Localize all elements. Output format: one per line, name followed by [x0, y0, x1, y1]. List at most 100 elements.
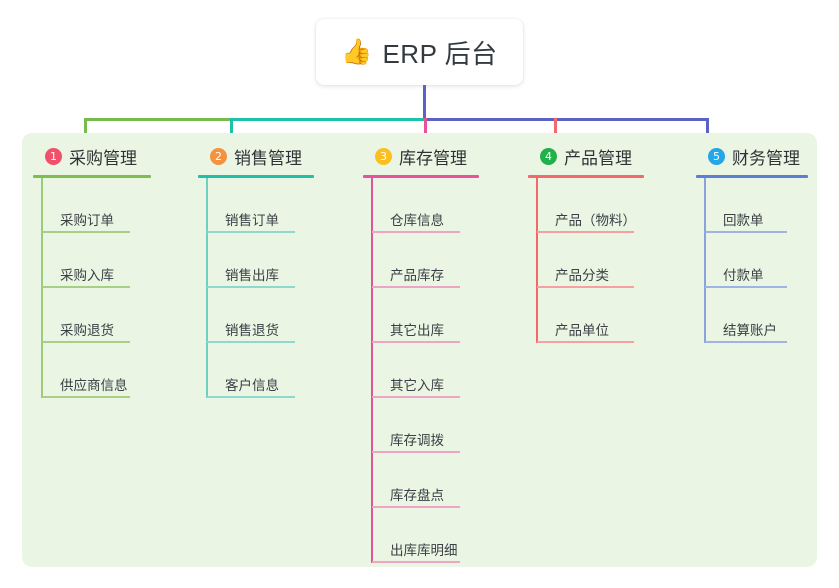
- leaf-item[interactable]: 产品分类: [537, 233, 644, 288]
- leaf-spine-purchase: [41, 178, 43, 398]
- leaf-item-rule: [372, 341, 460, 343]
- leaf-item-rule: [705, 231, 787, 233]
- leaf-item-label: 销售出库: [225, 268, 279, 283]
- leaf-item-label: 付款单: [723, 268, 764, 283]
- leaf-item[interactable]: 销售订单: [207, 178, 314, 233]
- leaf-item-rule: [705, 341, 787, 343]
- leaf-item[interactable]: 库存调拨: [372, 398, 479, 453]
- column-header-rule-inventory: [363, 175, 479, 178]
- column-header-rule-purchase: [33, 175, 151, 178]
- leaf-item[interactable]: 产品单位: [537, 288, 644, 343]
- leaf-item-rule: [372, 231, 460, 233]
- root-title-card[interactable]: 👍 ERP 后台: [316, 19, 523, 85]
- leaf-item-label: 产品库存: [390, 268, 444, 283]
- leaf-item[interactable]: 出库库明细: [372, 508, 479, 563]
- leaf-item-label: 库存调拨: [390, 433, 444, 448]
- leaf-spine-inventory: [371, 178, 373, 563]
- column-header-rule-sales: [198, 175, 314, 178]
- leaf-item-label: 回款单: [723, 213, 764, 228]
- leaf-item[interactable]: 回款单: [705, 178, 808, 233]
- leaf-item-rule: [537, 231, 634, 233]
- leaf-item-label: 库存盘点: [390, 488, 444, 503]
- column-title-product: 产品管理: [564, 148, 632, 168]
- leaf-item-label: 产品（物料）: [555, 213, 636, 228]
- leaf-item-rule: [42, 341, 130, 343]
- leaf-item-label: 产品分类: [555, 268, 609, 283]
- leaf-item-rule: [537, 341, 634, 343]
- leaf-item[interactable]: 库存盘点: [372, 453, 479, 508]
- leaf-item-rule: [207, 231, 295, 233]
- column-header-product[interactable]: 4 产品管理: [528, 143, 644, 169]
- leaf-item[interactable]: 产品库存: [372, 233, 479, 288]
- badge-inventory: 3: [375, 147, 392, 165]
- connector-bar-teal: [230, 118, 424, 121]
- leaf-item-label: 客户信息: [225, 378, 279, 393]
- leaf-item-label: 销售订单: [225, 213, 279, 228]
- leaf-item-rule: [207, 341, 295, 343]
- column-inventory: 3 库存管理仓库信息产品库存其它出库其它入库库存调拨库存盘点出库库明细: [363, 143, 479, 563]
- leaf-item[interactable]: 结算账户: [705, 288, 808, 343]
- leaf-item[interactable]: 供应商信息: [42, 343, 151, 398]
- leaf-spine-finance: [704, 178, 706, 343]
- leaf-item-rule: [42, 286, 130, 288]
- leaf-item[interactable]: 销售退货: [207, 288, 314, 343]
- leaf-item[interactable]: 其它入库: [372, 343, 479, 398]
- leaf-list-purchase: 采购订单采购入库采购退货供应商信息: [33, 178, 151, 398]
- leaf-item-label: 供应商信息: [60, 378, 128, 393]
- leaf-item[interactable]: 产品（物料）: [537, 178, 644, 233]
- leaf-item[interactable]: 采购入库: [42, 233, 151, 288]
- diagram-panel: [22, 133, 817, 567]
- leaf-item-label: 销售退货: [225, 323, 279, 338]
- badge-product: 4: [540, 147, 557, 165]
- column-header-rule-finance: [696, 175, 808, 178]
- column-title-sales: 销售管理: [234, 148, 302, 168]
- leaf-item[interactable]: 其它出库: [372, 288, 479, 343]
- leaf-item[interactable]: 仓库信息: [372, 178, 479, 233]
- leaf-item-label: 产品单位: [555, 323, 609, 338]
- column-header-rule-product: [528, 175, 644, 178]
- leaf-item-label: 仓库信息: [390, 213, 444, 228]
- connector-bar-green: [84, 118, 230, 121]
- leaf-item[interactable]: 付款单: [705, 233, 808, 288]
- thumbs-up-icon: 👍: [341, 37, 373, 66]
- connector-bar-blue: [424, 118, 707, 121]
- leaf-item[interactable]: 采购退货: [42, 288, 151, 343]
- leaf-spine-sales: [206, 178, 208, 398]
- root-title-label: ERP 后台: [382, 38, 498, 69]
- column-finance: 5 财务管理回款单付款单结算账户: [696, 143, 808, 343]
- leaf-item-label: 其它出库: [390, 323, 444, 338]
- leaf-spine-product: [536, 178, 538, 343]
- leaf-item-rule: [372, 286, 460, 288]
- leaf-item-rule: [537, 286, 634, 288]
- column-title-purchase: 采购管理: [69, 148, 137, 168]
- leaf-list-product: 产品（物料） 产品分类产品单位: [528, 178, 644, 343]
- leaf-item-rule: [207, 396, 295, 398]
- connector-trunk: [423, 85, 426, 121]
- column-product: 4 产品管理产品（物料） 产品分类产品单位: [528, 143, 644, 343]
- leaf-item[interactable]: 销售出库: [207, 233, 314, 288]
- leaf-item[interactable]: 采购订单: [42, 178, 151, 233]
- column-title-finance: 财务管理: [732, 148, 800, 168]
- leaf-item-rule: [207, 286, 295, 288]
- leaf-item[interactable]: 客户信息: [207, 343, 314, 398]
- column-header-finance[interactable]: 5 财务管理: [696, 143, 808, 169]
- leaf-list-finance: 回款单付款单结算账户: [696, 178, 808, 343]
- column-title-inventory: 库存管理: [399, 148, 467, 168]
- leaf-item-label: 出库库明细: [390, 543, 458, 558]
- leaf-item-rule: [42, 231, 130, 233]
- leaf-item-label: 采购退货: [60, 323, 114, 338]
- badge-finance: 5: [708, 147, 725, 165]
- leaf-item-rule: [372, 561, 460, 563]
- leaf-item-rule: [705, 286, 787, 288]
- column-header-inventory[interactable]: 3 库存管理: [363, 143, 479, 169]
- leaf-item-rule: [372, 451, 460, 453]
- leaf-item-rule: [372, 506, 460, 508]
- leaf-item-rule: [42, 396, 130, 398]
- leaf-list-inventory: 仓库信息产品库存其它出库其它入库库存调拨库存盘点出库库明细: [363, 178, 479, 563]
- leaf-item-label: 采购订单: [60, 213, 114, 228]
- leaf-item-label: 采购入库: [60, 268, 114, 283]
